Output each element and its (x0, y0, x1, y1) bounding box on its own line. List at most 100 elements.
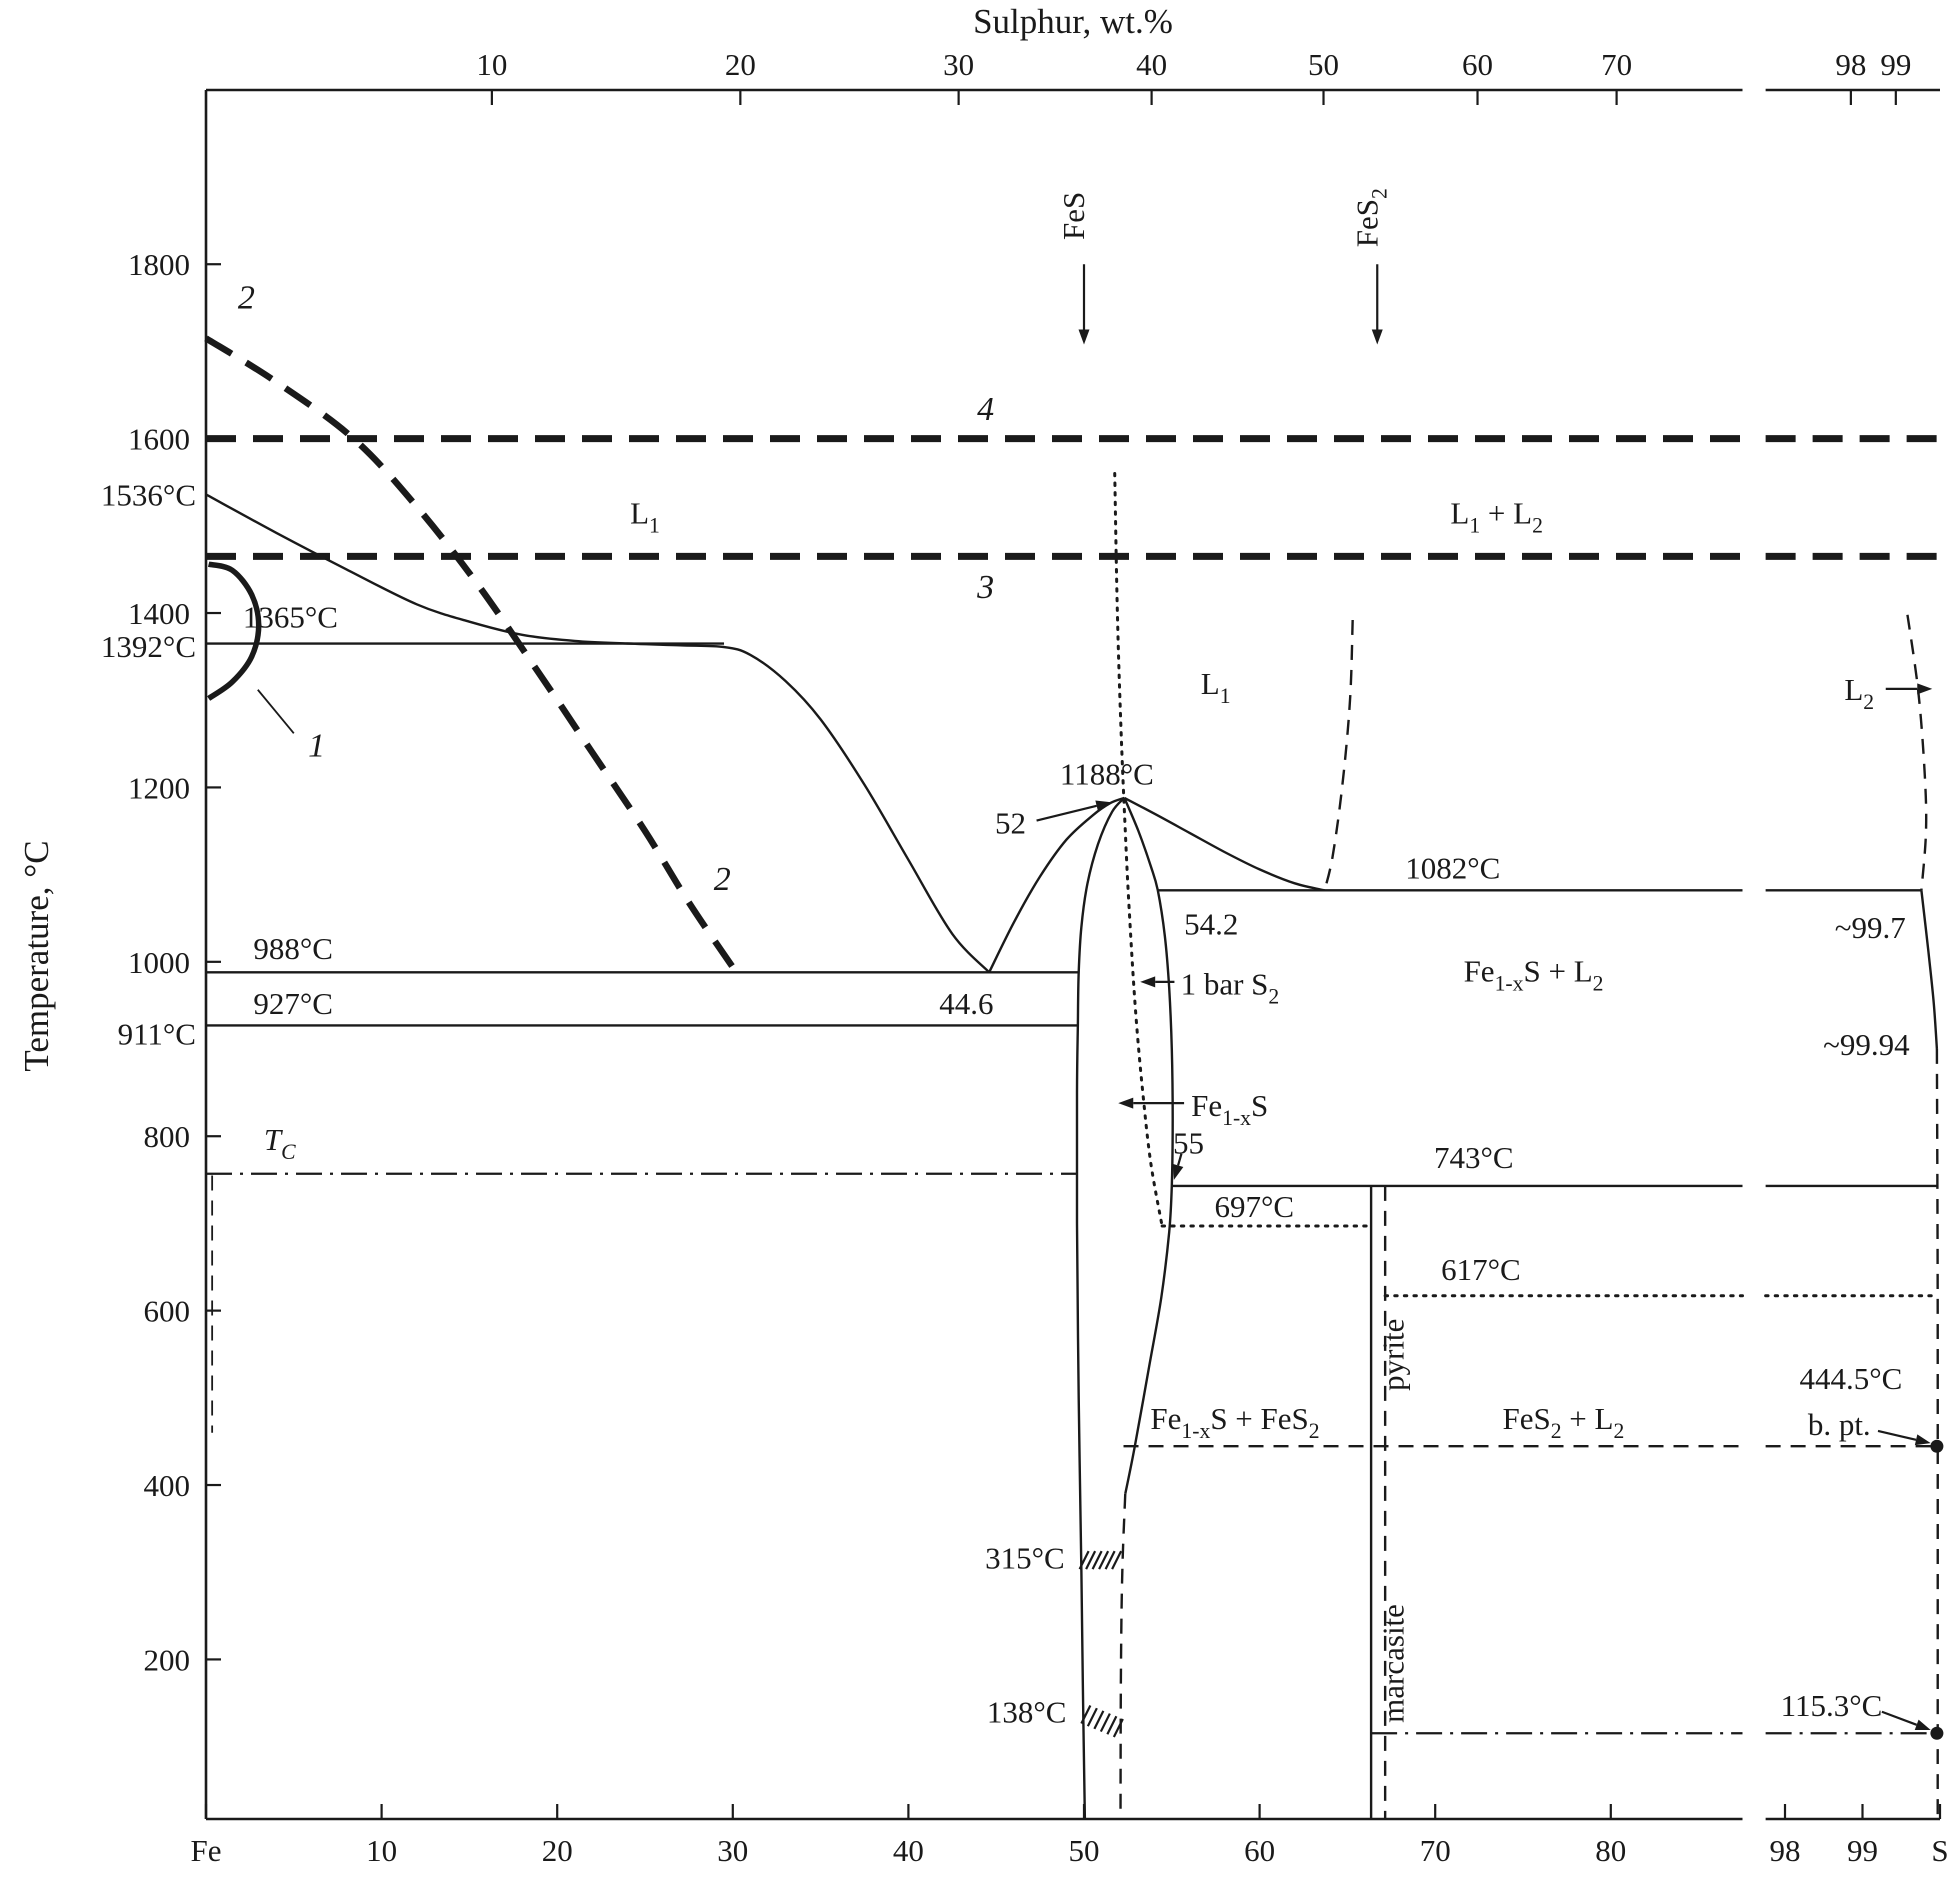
sulphur-melting-point (1930, 1726, 1944, 1740)
left-tick-label-800: 800 (144, 1119, 191, 1154)
liquidus-fe-side (205, 493, 991, 974)
temp-1188: 1188°C (1060, 756, 1154, 791)
temp-444-5: 444.5°C (1799, 1361, 1902, 1396)
hatch-stroke (1091, 1550, 1103, 1570)
hatch-stroke (1099, 1713, 1111, 1733)
fes-arrow (1078, 264, 1090, 345)
top-tick-label-30: 30 (943, 47, 974, 82)
top-axis-title: Sulphur, wt.% (973, 2, 1173, 41)
liquidus-fes-to-1082 (1123, 796, 1325, 892)
temp-138: 138°C (987, 1695, 1067, 1730)
left-tick-label-1000: 1000 (128, 945, 190, 980)
temp-617: 617°C (1441, 1252, 1521, 1287)
arrow-55-shaft (1177, 1153, 1183, 1166)
loop1-label: 1 (308, 728, 325, 765)
arrow-1bar (1140, 976, 1175, 988)
bottom-tick-label-70: 70 (1420, 1833, 1451, 1868)
arrow-55 (1172, 1153, 1184, 1180)
pyrrhotite-right-boundary (1123, 797, 1174, 1494)
sulphur-boundary-upper (1906, 614, 1928, 891)
region-l1-l2: L1 + L2 (1450, 496, 1543, 538)
region-l2: L2 (1844, 672, 1874, 714)
left-tick-label-400: 400 (144, 1468, 191, 1503)
arrow-115-shaft (1881, 1710, 1918, 1726)
pyrrhotite-right-boundary-low (1119, 1493, 1127, 1820)
magnetic-transition-138 (1080, 1704, 1124, 1738)
hatch-stroke (1080, 1704, 1092, 1724)
top-tick-label-50: 50 (1308, 47, 1339, 82)
sulphur-boundary-mid (1920, 890, 1939, 1050)
arrow-bpt-head (1914, 1434, 1931, 1446)
top-tick-label-20: 20 (725, 47, 756, 82)
arrow-bpt-shaft (1877, 1429, 1917, 1441)
region-fe1xs-fes2: Fe1-xS + FeS2 (1150, 1401, 1319, 1443)
top-tick-label-99: 99 (1880, 47, 1911, 82)
bottom-tick-label-60: 60 (1244, 1833, 1275, 1868)
hatch-stroke (1104, 1550, 1116, 1570)
isobar-label: 1 bar S2 (1181, 967, 1280, 1009)
bottom-tick-label-80: 80 (1595, 1833, 1626, 1868)
phase-boundaries (204, 335, 1940, 1820)
top-tick-label-40: 40 (1136, 47, 1167, 82)
hatch-stroke (1098, 1550, 1110, 1570)
bottom-tick-label-50: 50 (1069, 1833, 1100, 1868)
arrow-52 (1036, 800, 1112, 822)
hatch-stroke (1093, 1710, 1105, 1730)
comp-99-94: ~99.94 (1823, 1027, 1910, 1062)
curie-label: TC (264, 1122, 296, 1164)
fes2-label: FeS2 (1349, 188, 1391, 247)
point-markers (1930, 1439, 1944, 1740)
temp-743: 743°C (1434, 1140, 1514, 1175)
hatch-stroke (1112, 1718, 1124, 1738)
hatch-stroke (1085, 1550, 1097, 1570)
delta-loop-1 (207, 561, 262, 701)
hatch-bands (1078, 1550, 1124, 1738)
comp-44-6: 44.6 (939, 986, 993, 1021)
region-l1: L1 (630, 496, 660, 538)
liquidus-eutectic-to-fes (988, 796, 1125, 973)
temp-115-3: 115.3°C (1781, 1688, 1883, 1723)
fe1xs-label: Fe1-xS (1191, 1088, 1268, 1130)
axis-label-1392: 1392°C (101, 629, 196, 664)
comp-52: 52 (995, 805, 1026, 840)
pyrrhotite-left-boundary (1075, 797, 1126, 1820)
bottom-tick-label-S: S (1931, 1833, 1948, 1868)
line4-label: 4 (977, 391, 994, 428)
fes-arrow-head (1078, 329, 1090, 345)
left-tick-label-1800: 1800 (128, 247, 190, 282)
left-tick-label-1200: 1200 (128, 770, 190, 805)
temp-1365: 1365°C (243, 600, 338, 635)
top-tick-label-70: 70 (1601, 47, 1632, 82)
fes2-liquidus (1323, 619, 1354, 891)
sulphur-boiling-point (1930, 1439, 1944, 1453)
sulphur-isobar-1bar (1113, 472, 1164, 1228)
loop-1-leader (257, 689, 295, 734)
marcasite-label: marcasite (1376, 1604, 1411, 1723)
left-tick-label-200: 200 (144, 1642, 191, 1677)
fes-label: FeS (1056, 192, 1091, 240)
temp-988: 988°C (253, 931, 333, 966)
arrow-l2 (1885, 683, 1933, 695)
hatch-stroke (1111, 1550, 1123, 1570)
magnetic-transition-315 (1078, 1550, 1123, 1570)
curve2-label-low: 2 (714, 861, 731, 898)
arrow-1bar-head (1140, 976, 1156, 988)
axis-label-1536: 1536°C (101, 477, 196, 512)
top-tick-label-10: 10 (476, 47, 507, 82)
top-tick-label-98: 98 (1835, 47, 1866, 82)
bottom-tick-label-30: 30 (717, 1833, 748, 1868)
bottom-tick-label-10: 10 (366, 1833, 397, 1868)
comp-55: 55 (1173, 1125, 1204, 1160)
arrow-l2-head (1917, 683, 1933, 695)
pyrite-label: pyrite (1376, 1319, 1411, 1391)
temp-315: 315°C (985, 1540, 1065, 1575)
left-tick-label-1600: 1600 (128, 422, 190, 457)
region-fe1xs-l2: Fe1-xS + L2 (1464, 954, 1604, 996)
line3-label: 3 (976, 569, 994, 606)
bottom-tick-label-98: 98 (1770, 1833, 1801, 1868)
axis-label-911: 911°C (118, 1016, 196, 1051)
